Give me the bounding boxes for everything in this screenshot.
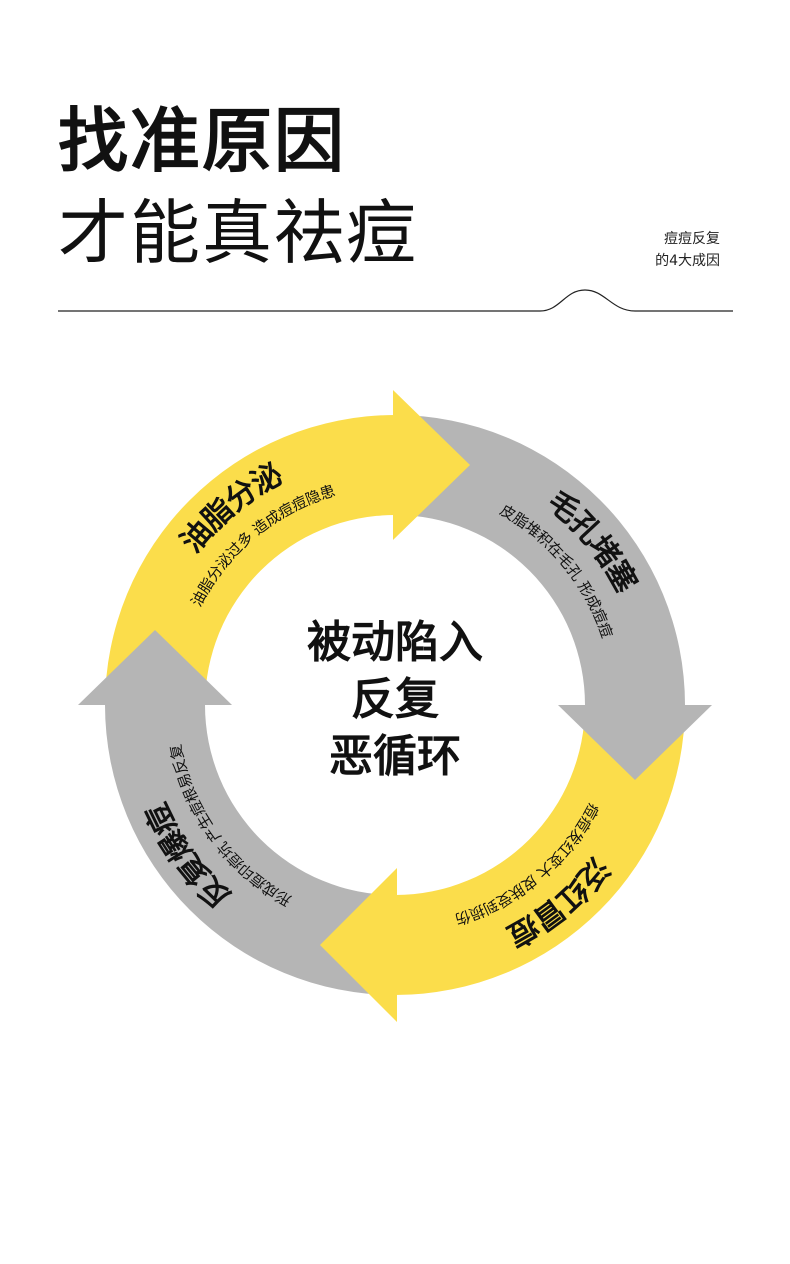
arrowhead-recurring-breakout [78,630,232,705]
divider-line [58,289,733,312]
ring-segment-pore-clogging [395,415,685,705]
ring-segment-oil-secretion [105,415,395,705]
center-line-3: 恶循环 [329,731,461,782]
center-text: 被动陷入 反复 恶循环 [245,614,545,785]
title-line-2: 才能真祛痘 [58,192,418,274]
title-line-1: 找准原因 [58,99,346,182]
side-caption-line-1: 痘痘反复 [664,231,720,247]
arrowhead-redness-breakout [320,868,397,1022]
ring-segment-redness-breakout [395,705,685,995]
ring-segment-recurring-breakout [105,705,395,995]
center-line-2: 反复 [351,674,439,725]
arrowhead-pore-clogging [558,705,712,780]
arrowhead-oil-secretion [393,390,470,540]
center-line-1: 被动陷入 [307,617,483,668]
side-caption: 痘痘反复 的4大成因 [655,228,720,272]
side-caption-line-2: 的4大成因 [655,253,720,269]
